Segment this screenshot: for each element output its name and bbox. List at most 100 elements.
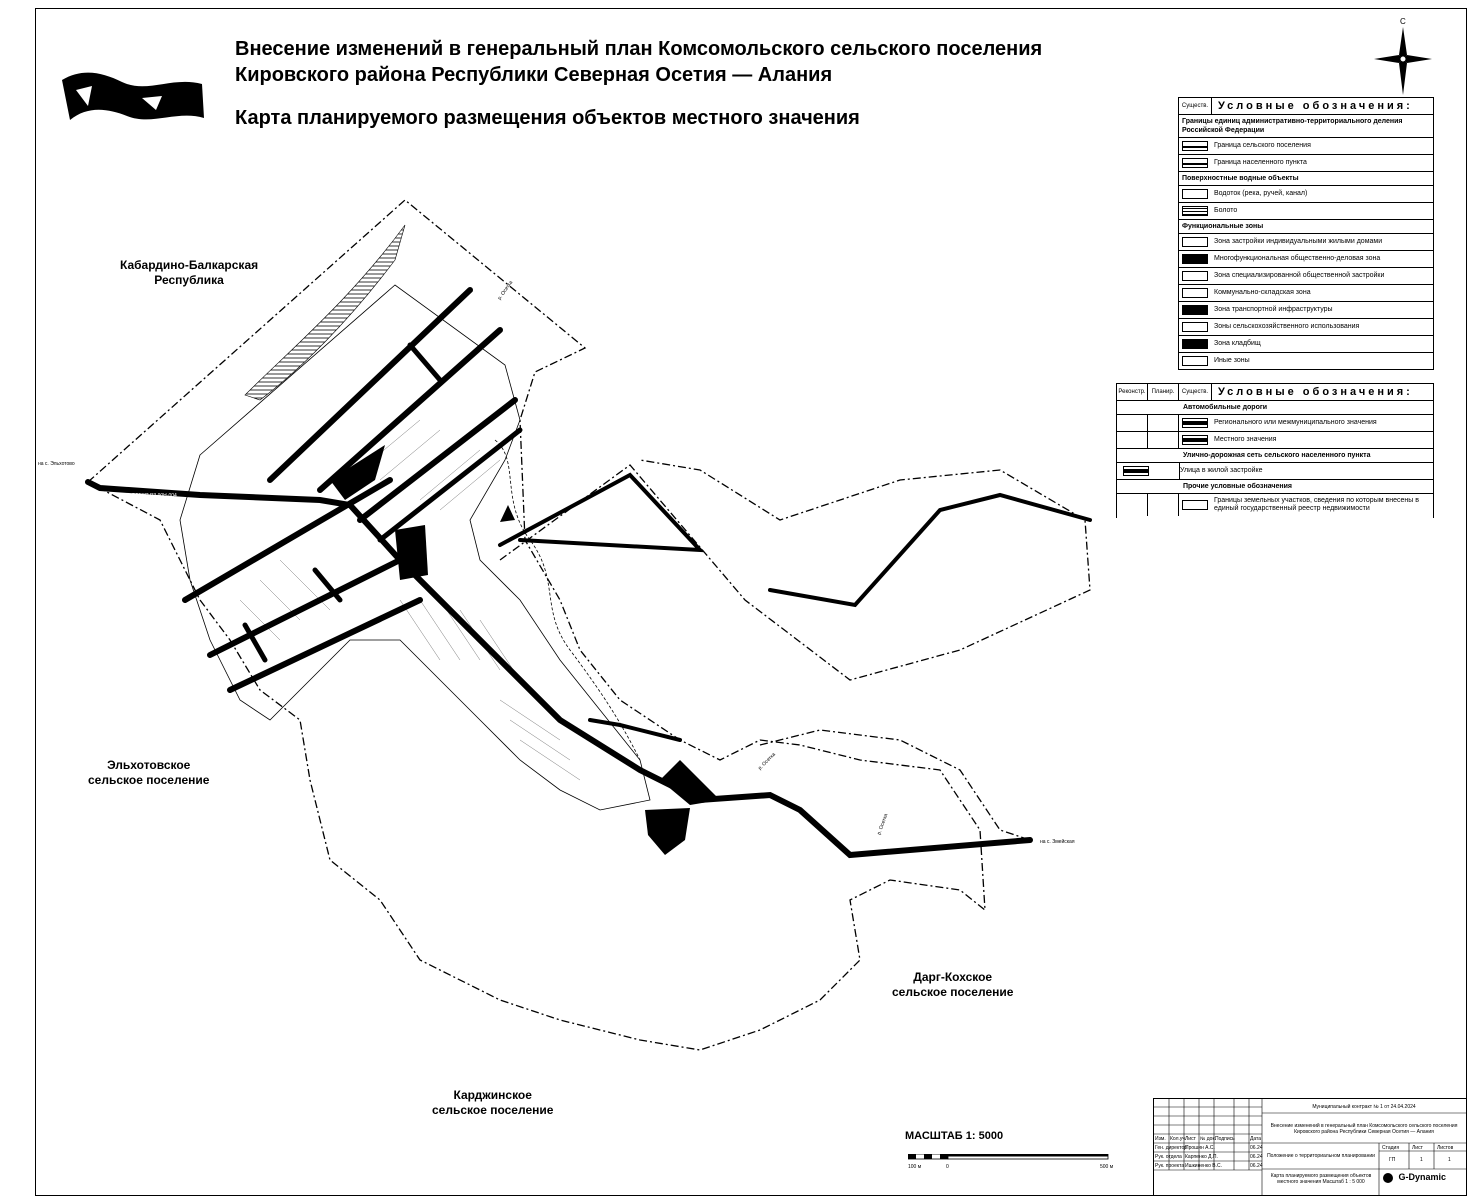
street-icon — [1123, 466, 1149, 476]
zone-swatch-other — [1182, 356, 1208, 366]
locality-boundary — [179, 284, 651, 811]
stamp-h3: Лист — [1185, 1136, 1196, 1142]
legend2-col-existing: Существ. — [1179, 384, 1212, 400]
stamp-stage: ГП — [1389, 1157, 1396, 1163]
legend2-title: Условные обозначения: — [1218, 386, 1413, 398]
roads — [85, 287, 1092, 859]
legend1-r9: Зона транспортной инфраструктуры — [1214, 306, 1333, 313]
legend1-r2: Граница населенного пункта — [1214, 159, 1307, 166]
river-label-2: р. Осетка — [757, 752, 777, 772]
company-logo-icon — [1383, 1172, 1393, 1183]
stamp-sheets: 1 — [1448, 1157, 1451, 1163]
legend1-r4: Болото — [1214, 207, 1238, 214]
legend1-r8: Коммунально-складская зона — [1214, 289, 1311, 296]
boundary-line-icon — [1182, 141, 1208, 151]
legend1-r3: Водоток (река, ручей, канал) — [1214, 190, 1308, 197]
land-parcels — [239, 419, 581, 781]
stamp-sheets-header: Листов — [1437, 1145, 1454, 1151]
swamp-swatch — [1182, 206, 1208, 216]
legend2-r1: Регионального или межмуниципального знач… — [1214, 419, 1377, 426]
legend1-section-boundaries: Границы единиц административно-территори… — [1179, 115, 1433, 138]
compass-rose-icon: С — [1374, 17, 1432, 95]
flag-emblem-icon — [62, 72, 204, 120]
region-label-darg-koh: Дарг-Кохское сельское поселение — [892, 970, 1013, 1000]
locality-line-icon — [1182, 158, 1208, 168]
scale-label: МАСШТАБ 1: 5000 — [905, 1130, 1004, 1142]
stamp-date-2: 06.24 — [1250, 1154, 1263, 1160]
legend2-r3: Улица в жилой застройке — [1180, 467, 1263, 474]
settlement-boundary — [86, 199, 1091, 1051]
stamp-h1: Изм. — [1155, 1136, 1166, 1142]
legend1-section-zones: Функциональные зоны — [1179, 220, 1433, 234]
zone-swatch-agri — [1182, 322, 1208, 332]
stamp-person-1: Прошин А.С. — [1185, 1145, 1215, 1151]
local-road-icon — [1182, 435, 1208, 445]
river — [494, 439, 641, 761]
legend-zones: Существ. Условные обозначения: Границы е… — [1178, 97, 1434, 370]
legend-roads: Реконстр. Планир. Существ. Условные обоз… — [1116, 383, 1434, 518]
zone-swatch-business — [1182, 254, 1208, 264]
zone-swatch-cemetery — [1182, 339, 1208, 349]
stamp-h2: Кол.уч. — [1170, 1136, 1187, 1142]
zone-swatch-transport — [1182, 305, 1208, 315]
zone-swatch-warehouse — [1182, 288, 1208, 298]
swamp-area — [244, 224, 406, 401]
stamp-role-1: Ген. директор — [1155, 1145, 1188, 1151]
road-code-label: РЕГОП РЗ 90Н-004 — [132, 493, 177, 499]
region-label-elhotovo: Эльхотовское сельское поселение — [88, 758, 209, 788]
legend1-col-existing: Существ. — [1179, 98, 1212, 114]
scale-tick-0: 0 — [946, 1164, 949, 1170]
stamp-map-name: Карта планируемого размещения объектов м… — [1270, 1173, 1372, 1185]
stamp-h5: Подпись — [1215, 1136, 1235, 1142]
region-kbr-line2: Республика — [154, 273, 224, 287]
stamp-role-2: Рук. отдела — [1155, 1154, 1182, 1160]
stamp-sheet-header: Лист — [1412, 1145, 1423, 1151]
title-line-2: Кировского района Республики Северная Ос… — [235, 64, 833, 86]
stamp-person-2: Карпенко Д.П. — [1185, 1154, 1218, 1160]
legend2-r2: Местного значения — [1214, 436, 1277, 443]
title-block: Муниципальный контракт № 1 от 24.04.2024… — [1153, 1098, 1467, 1196]
land-parcel-swatch — [1182, 500, 1208, 510]
stamp-h4: № док. — [1200, 1136, 1217, 1142]
stamp-sheet: 1 — [1420, 1157, 1423, 1163]
stamp-contract: Муниципальный контракт № 1 от 24.04.2024 — [1312, 1104, 1416, 1110]
region-kbr-line1: Кабардино-Балкарская — [120, 258, 259, 272]
title-line-1: Внесение изменений в генеральный план Ко… — [235, 38, 1043, 60]
region-label-kbr: Кабардино-Балкарская Республика — [120, 258, 258, 288]
region-label-kardzhin: Карджинское сельское поселение — [432, 1088, 553, 1118]
legend1-r1: Граница сельского поселения — [1214, 142, 1311, 149]
company-logo: G-Dynamic — [1383, 1172, 1446, 1183]
compass-north-letter: С — [1400, 17, 1406, 26]
river-label-3: р. Осетка — [876, 813, 889, 836]
legend2-col-reconstr: Реконстр. — [1117, 384, 1148, 400]
legend2-section-other: Прочие условные обозначения — [1117, 480, 1433, 494]
region-elh-line2: сельское поселение — [88, 773, 210, 787]
region-darg-line2: сельское поселение — [892, 985, 1014, 999]
company-name: G-Dynamic — [1398, 1172, 1447, 1182]
stamp-date-3: 06.24 — [1250, 1163, 1263, 1169]
legend1-r7: Зона специализированной общественной зас… — [1214, 272, 1385, 279]
regional-road-icon — [1182, 418, 1208, 428]
legend1-title: Условные обозначения: — [1218, 100, 1413, 112]
watercourse-swatch — [1182, 189, 1208, 199]
legend2-r4: Границы земельных участков, сведения по … — [1214, 497, 1419, 512]
legend1-r11: Зона кладбищ — [1214, 340, 1261, 347]
stamp-project: Внесение изменений в генеральный план Ко… — [1270, 1123, 1458, 1135]
stamp-doc-name: Положение о территориальном планировании — [1267, 1153, 1375, 1159]
legend1-r10: Зоны сельскохозяйственного использования — [1214, 323, 1360, 330]
road-label-west: на с. Эльхотово — [38, 461, 75, 467]
stamp-h6: Дата — [1250, 1136, 1262, 1142]
legend1-section-water: Поверхностные водные объекты — [1179, 172, 1433, 186]
zones-dark — [330, 445, 720, 855]
legend1-r5: Зона застройки индивидуальными жилыми до… — [1214, 238, 1383, 245]
title-block-grid — [1154, 1099, 1466, 1195]
sheet-frame — [35, 8, 1467, 1196]
scale-tick-500: 500 м — [1100, 1164, 1114, 1170]
legend2-section-streets: Улично-дорожная сеть сельского населенно… — [1117, 449, 1433, 463]
region-darg-line1: Дарг-Кохское — [913, 970, 993, 984]
stamp-stage-header: Стадия — [1382, 1145, 1400, 1151]
stamp-role-3: Рук. проекта — [1155, 1163, 1185, 1169]
map-title: Карта планируемого размещения объектов м… — [235, 107, 860, 129]
region-kard-line2: сельское поселение — [432, 1103, 554, 1117]
